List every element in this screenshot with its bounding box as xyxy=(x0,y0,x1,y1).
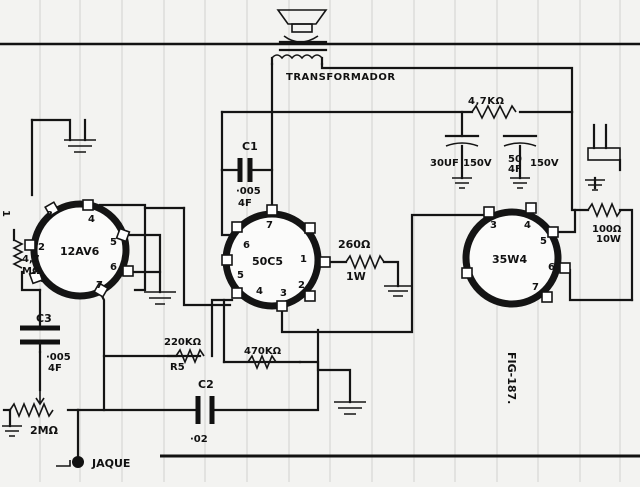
cap-30-value: 30UF xyxy=(430,158,459,169)
v3-pin-7: 7 xyxy=(532,282,539,293)
r-100-watt: 10W xyxy=(596,234,621,245)
r-260-label: 260Ω xyxy=(338,238,371,251)
ground-12av6-pin xyxy=(144,291,176,305)
c3-value: ·005 xyxy=(46,352,71,363)
v1-pin-6: 6 xyxy=(110,262,117,273)
v2-pin-5: 5 xyxy=(237,270,244,281)
tube-50c5-label: 50C5 xyxy=(252,255,283,268)
cap-50-unit: 4F xyxy=(508,164,522,175)
tube-12av6-label: 12AV6 xyxy=(60,245,100,258)
resistor-220k: 220KΩ R5 xyxy=(164,337,205,373)
v3-pin-4: 4 xyxy=(524,220,531,231)
mains-plug xyxy=(585,123,622,191)
filter-cap-30uf: 30UF 150V xyxy=(430,134,492,189)
c2-label: C2 xyxy=(198,378,214,391)
c2-value: ·02 xyxy=(190,434,208,445)
v2-pin-4: 4 xyxy=(256,286,263,297)
v1-pin-1: 1 xyxy=(40,274,47,285)
resistor-4m7: 1 4,7 MΩ xyxy=(0,210,42,292)
figure-label: FIG-187. xyxy=(505,352,518,404)
resistor-470k: 470KΩ xyxy=(244,346,366,415)
c1-unit: 4F xyxy=(238,198,252,209)
c3-label: C3 xyxy=(36,312,52,325)
v1-pin-7: 7 xyxy=(96,280,103,291)
tube-35w4-label: 35W4 xyxy=(492,253,527,266)
v2-pin-3: 3 xyxy=(280,288,287,299)
v2-pin-2: 2 xyxy=(298,280,305,291)
r-4k7-label: 4,7KΩ xyxy=(468,96,504,107)
r-4m7-value: 4,7 xyxy=(22,254,40,265)
cap-50-volt: 150V xyxy=(530,158,559,169)
jack-input: JAQUE xyxy=(56,456,130,470)
r-260-watt: 1W xyxy=(346,270,366,283)
v2-pin-1: 1 xyxy=(300,254,307,265)
c1-label: C1 xyxy=(242,140,258,153)
wires xyxy=(30,62,634,462)
v3-pin-6: 6 xyxy=(548,262,555,273)
r-1-label: 1 xyxy=(0,210,11,217)
v2-pin-7: 7 xyxy=(266,220,273,231)
transformer-label: TRANSFORMADOR xyxy=(286,72,396,83)
jack-label: JAQUE xyxy=(91,457,130,470)
tube-35w4: 35W4 3 4 5 6 7 xyxy=(461,202,571,308)
volume-potentiometer: 2MΩ xyxy=(2,390,80,437)
tube-50c5: 50C5 7 6 5 4 3 2 1 xyxy=(221,204,331,312)
r-4m7-unit: MΩ xyxy=(22,266,41,277)
v3-pin-3: 3 xyxy=(490,220,497,231)
v2-pin-6: 6 xyxy=(243,240,250,251)
c3-unit: 4F xyxy=(48,363,62,374)
capacitor-c2: C2 ·02 xyxy=(190,378,215,445)
capacitor-c1: C1 ·005 4F xyxy=(220,140,274,209)
r-470k-label: 470KΩ xyxy=(244,346,282,357)
r-100-label: 100Ω xyxy=(592,224,622,235)
r-220k-sub: R5 xyxy=(170,362,185,373)
v3-pin-5: 5 xyxy=(540,236,547,247)
resistor-4k7: 4,7KΩ xyxy=(468,96,517,120)
figure-caption: FIG-187. xyxy=(505,352,518,404)
v1-pin-4: 4 xyxy=(88,214,95,225)
pot-2m-label: 2MΩ xyxy=(30,424,59,437)
c1-value: ·005 xyxy=(236,186,261,197)
tube-12av6: 12AV6 3 4 5 6 7 1 2 xyxy=(24,199,134,300)
resistor-260: 260Ω 1W xyxy=(338,238,412,297)
v1-pin-5: 5 xyxy=(110,237,117,248)
capacitor-c3: C3 ·005 4F xyxy=(20,312,71,374)
speaker-symbol xyxy=(276,9,328,43)
cap-50-value: 50 xyxy=(508,154,522,165)
r-220k-label: 220KΩ xyxy=(164,337,202,348)
output-transformer: TRANSFORMADOR xyxy=(270,40,396,83)
ground-top-left xyxy=(64,139,96,153)
resistor-100: 100Ω 10W xyxy=(587,201,622,245)
filter-cap-50uf: 50 4F 150V xyxy=(502,134,559,189)
cap-30-volt: 150V xyxy=(463,158,492,169)
v1-pin-2: 2 xyxy=(38,242,45,253)
v1-pin-3: 3 xyxy=(46,210,53,221)
